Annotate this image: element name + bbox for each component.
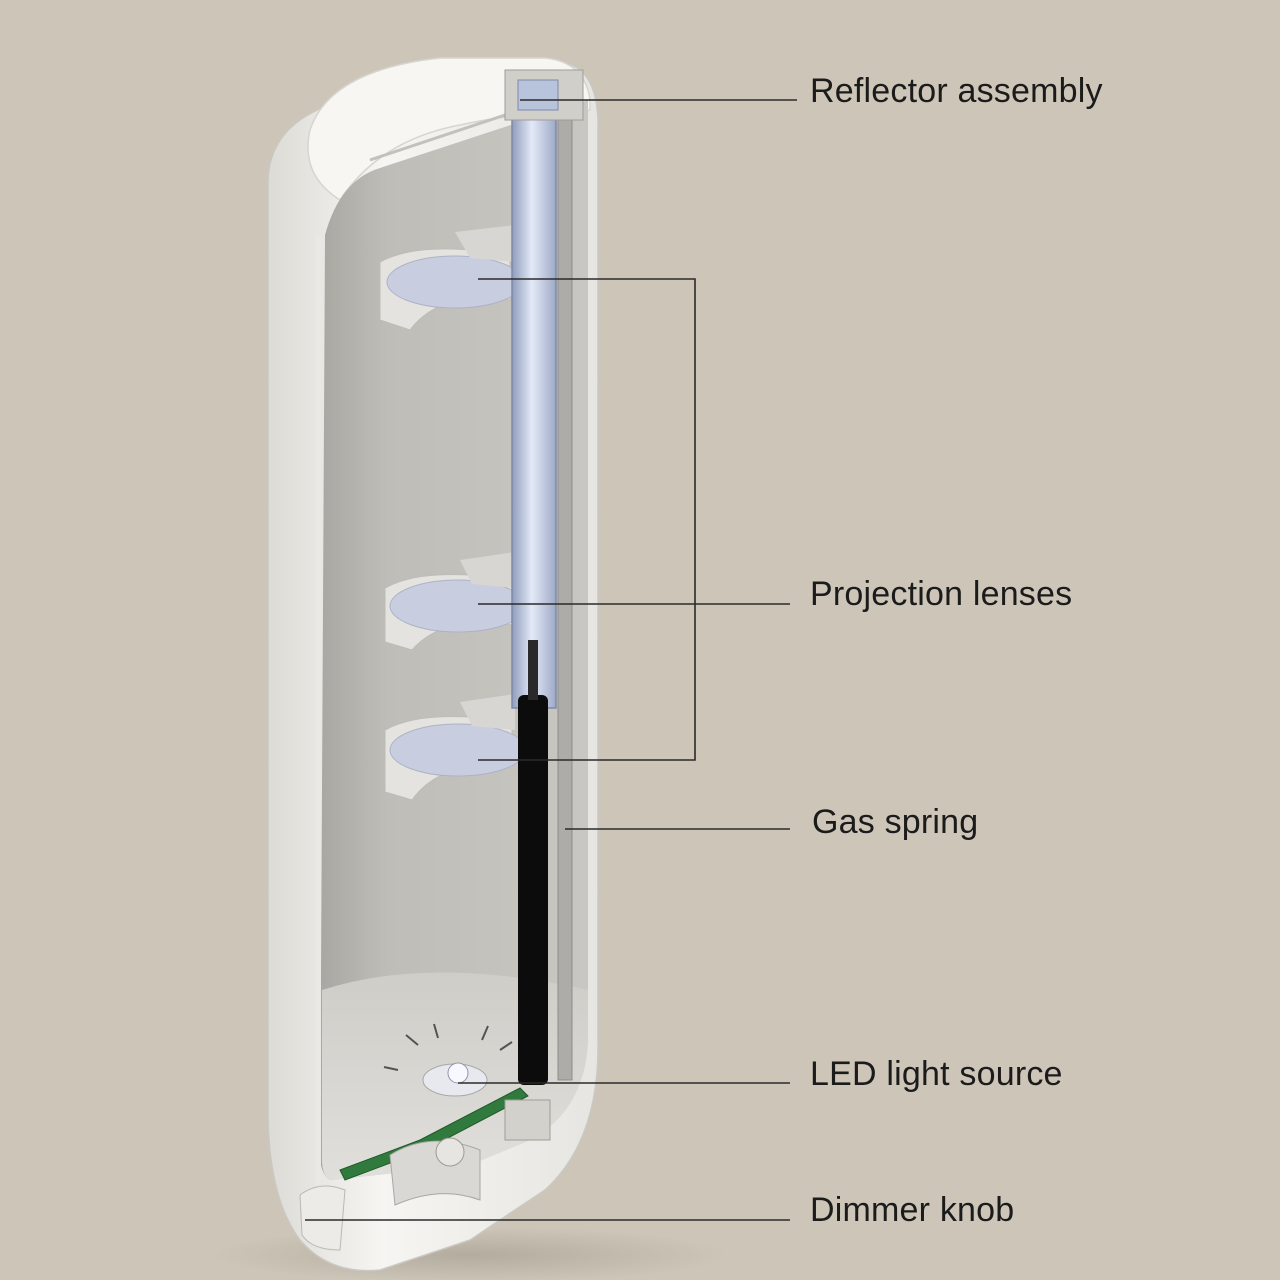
dimmer-knob [299, 1137, 481, 1251]
leader-lens-bracket [478, 278, 696, 761]
gas-spring-rod [528, 640, 538, 700]
projection-lens-2 [384, 552, 527, 651]
pcb-board [339, 1087, 529, 1181]
reflector-assembly [504, 69, 584, 121]
projection-lens-1 [379, 225, 524, 331]
label-gas-spring: Gas spring [812, 803, 979, 841]
projection-lens-3 [384, 694, 527, 801]
reflector-tube [511, 117, 557, 709]
label-dimmer-knob: Dimmer knob [810, 1191, 1015, 1229]
label-led-light-source: LED light source [810, 1055, 1063, 1093]
side-rail [557, 119, 573, 1081]
base-connector [504, 1099, 551, 1141]
led-light-source [383, 1023, 513, 1097]
gas-spring-body [518, 695, 548, 1085]
label-projection-lenses: Projection lenses [810, 575, 1073, 613]
label-reflector-assembly: Reflector assembly [810, 72, 1103, 110]
leader-lines [305, 99, 797, 1221]
